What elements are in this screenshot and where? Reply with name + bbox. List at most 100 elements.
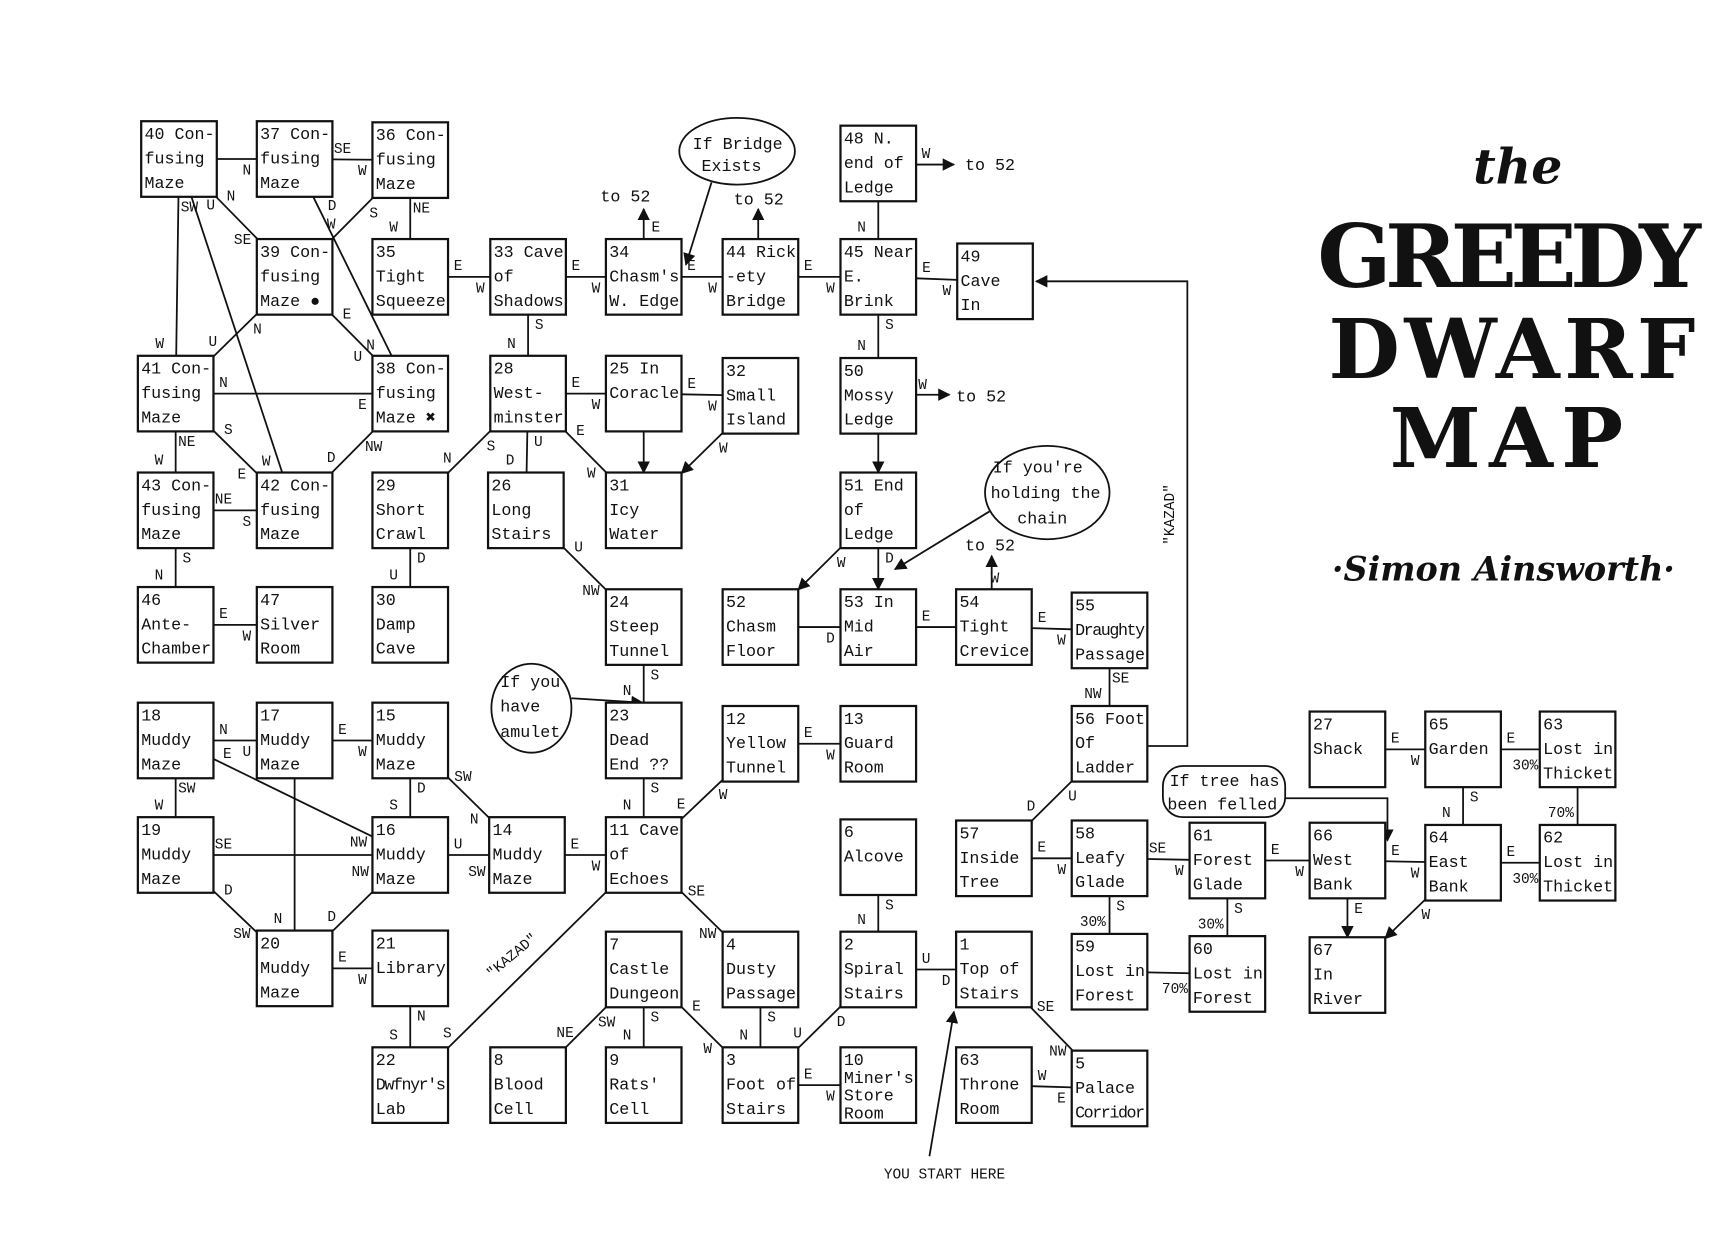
room-number: 15 — [376, 707, 396, 726]
exit-label: E — [1354, 902, 1363, 918]
room-name: Silver — [260, 616, 320, 635]
exit-line — [525, 431, 529, 473]
exit-line — [215, 196, 259, 240]
room-name: Water — [609, 526, 659, 545]
callout-text: holding the — [991, 485, 1101, 504]
to52-label: to 52 — [965, 157, 1015, 176]
exit-label: W — [826, 1090, 835, 1106]
room-number: 33 Cave — [494, 244, 564, 263]
exit-label: D — [837, 1015, 846, 1031]
exit-label: 30% — [1198, 917, 1224, 933]
room-border — [371, 585, 450, 664]
exit-label: SE — [215, 837, 232, 853]
exit-label: W — [918, 378, 927, 394]
exit-label: SW — [233, 927, 251, 943]
room-name: Tight — [376, 268, 426, 287]
title-greedy: GREEDY — [1317, 207, 1702, 308]
room-name: Lost in — [1543, 854, 1613, 873]
exit-line — [1385, 860, 1426, 863]
room-number: 22 — [376, 1052, 396, 1071]
exit-label: W — [1421, 908, 1430, 924]
callout-text: chain — [1017, 511, 1067, 530]
room-name: Mossy — [844, 387, 894, 406]
room-name: Stairs — [959, 985, 1019, 1004]
room-number: 27 — [1313, 716, 1333, 735]
room-name: Room — [260, 641, 300, 660]
room-border — [954, 819, 1033, 898]
room-name: Blood — [494, 1077, 544, 1096]
room-border — [1538, 710, 1617, 789]
room-name: Crawl — [376, 526, 426, 545]
author: ·Simon Ainsworth· — [1332, 549, 1675, 588]
